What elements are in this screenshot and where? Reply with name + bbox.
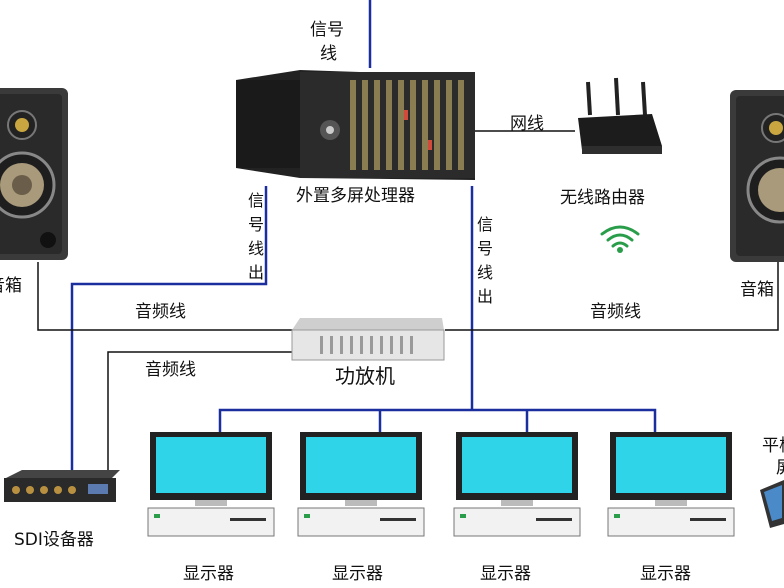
processor-icon (236, 70, 475, 180)
monitor-4-label: 显示器 (640, 564, 691, 584)
sdi-device-label: SDI设备器 (14, 530, 94, 550)
monitor-2-icon (297, 432, 425, 537)
monitor-1-label: 显示器 (183, 564, 234, 584)
speaker-right-label: 音箱 (740, 280, 774, 300)
amplifier-icon (291, 318, 445, 361)
monitor-2-label: 显示器 (332, 564, 383, 584)
tablet-label-2: 屏 (776, 458, 784, 478)
speaker-left-label: 音箱 (0, 276, 22, 296)
monitor-3-label: 显示器 (480, 564, 531, 584)
audio-line-lower-label: 音频线 (145, 360, 196, 380)
speaker-left-icon (0, 88, 68, 260)
tablet-label-1: 平板 (762, 436, 784, 456)
router-label: 无线路由器 (560, 188, 645, 208)
network-line-label: 网线 (510, 114, 544, 134)
monitor-1-icon (147, 432, 275, 537)
audio-lines (37, 130, 779, 478)
monitor-4-icon (607, 432, 735, 537)
signal-line-top-label-2: 线 (320, 44, 337, 64)
monitor-3-icon (453, 432, 581, 537)
wifi-icon (600, 225, 640, 253)
router-icon (578, 77, 662, 154)
processor-label: 外置多屏处理器 (296, 186, 415, 206)
signal-lines (70, 0, 657, 480)
speaker-right-icon (730, 90, 784, 262)
signal-line-top-label-1: 信号 (310, 20, 344, 40)
audio-line-left-label: 音频线 (135, 302, 186, 322)
sdi-device-icon (4, 470, 120, 502)
amplifier-label: 功放机 (335, 364, 395, 388)
tablet-icon (760, 480, 784, 528)
audio-line-right-label: 音频线 (590, 302, 641, 322)
